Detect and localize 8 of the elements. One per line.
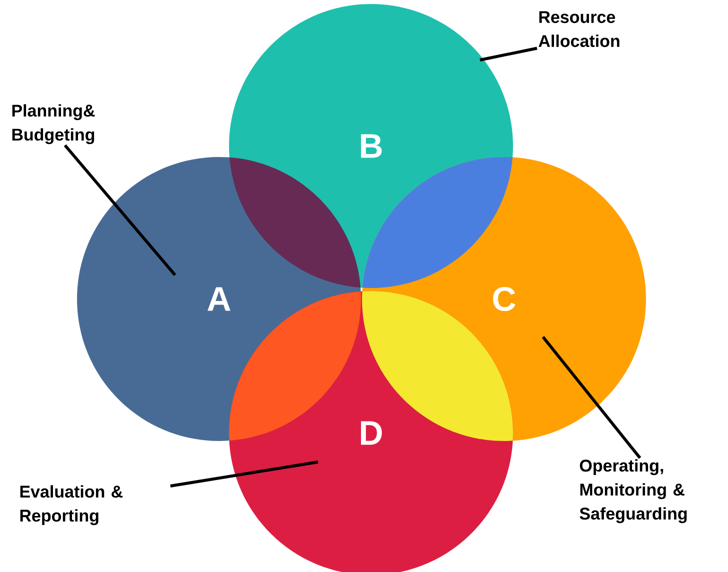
label-text: Resource Allocation <box>538 11 620 48</box>
leader-line <box>64 144 176 276</box>
label-text: Evaluation & Reporting <box>20 485 123 526</box>
leader-line <box>170 460 318 488</box>
label-text: Planning& Budgeting <box>12 104 95 144</box>
label-text: Operating, Monitoring & Safeguarding <box>580 459 687 524</box>
leader-line <box>542 336 642 459</box>
leader-line <box>480 46 538 62</box>
